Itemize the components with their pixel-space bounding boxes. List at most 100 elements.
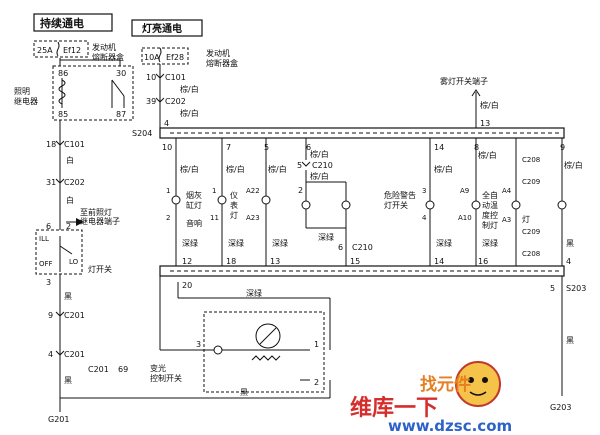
bot-pin-18: 18 [226,257,236,266]
a22-label: A22 [246,187,260,195]
mid-brown-white-2: 棕/白 [180,108,199,118]
climate-label-4: 制灯 [482,220,498,230]
climate-label-2: 动温 [482,200,498,210]
a10-label: A10 [458,214,472,222]
bot-pin-14: 14 [434,257,444,266]
dimmer-name-1: 变光 [150,363,166,373]
mid-fuse-name: Ef28 [166,53,184,62]
top-pin-8: 8 [474,143,479,152]
relay-name-1: 照明 [14,87,30,96]
bulb-c210a-icon [301,200,311,210]
climate-label-1: 全自 [482,190,498,200]
always-on-box [33,13,113,32]
s204-label: S204 [132,129,152,138]
wire-bw-5: 棕/白 [434,164,453,174]
front-fog-label-1: 至前照灯 [80,207,112,217]
c210-bw: 棕/白 [310,171,329,181]
dg-4: 深绿 [436,239,452,248]
a3-label: A3 [502,216,511,224]
c201-marker-a [55,311,65,317]
mascot-eye-left [468,377,474,383]
bot-pin-13: 13 [270,257,280,266]
c202-marker [55,178,65,184]
s203-label: S203 [566,284,586,293]
top-pin-14: 14 [434,143,444,152]
bot-pin-16: 16 [478,257,488,266]
bot-pin-12: 12 [182,257,192,266]
left-pin-4: 4 [48,350,53,359]
wire-bw-6: 棕/白 [478,150,497,160]
left-fuse-box-label-2: 熔断器盒 [92,52,124,62]
wire-bw-2: 棕/白 [226,164,245,174]
mid-c101: C101 [165,73,186,82]
c201-69-conn: C201 [88,365,109,374]
a9-label: A9 [460,187,469,195]
dimmer-switch-box [203,311,325,393]
c209-top: C209 [522,178,540,186]
bulb-cigar-icon [171,195,181,205]
relay-pin-85: 85 [58,110,68,119]
c209-bottom: C209 [522,228,540,236]
left-c201-a: C201 [64,311,85,320]
left-pin-18: 18 [46,140,56,149]
cluster-label-1: 仪 [230,191,238,200]
bot-pin-20: 20 [182,281,192,290]
wire-bw-7: 棕/白 [564,160,583,170]
dimmer-bulb-icon [213,345,223,355]
dimmer-dark-green: 深绿 [246,289,262,298]
c101-marker [55,140,65,146]
dg-2: 深绿 [228,239,244,248]
light-switch-box [35,229,83,275]
wire-bw-1: 棕/白 [180,164,199,174]
bulb-hazard-icon [425,200,435,210]
switch-off: OFF [39,260,53,268]
c210-top-marker [301,161,311,167]
bulb-cluster-icon [217,195,227,205]
mid-fuse-box [141,47,189,65]
relay-pin-86: 86 [58,69,68,78]
wire-bw-4: 棕/白 [310,149,329,159]
left-fuse-rating: 25A [37,46,53,55]
c201-marker-b [55,350,65,356]
mascot-icon [455,361,501,407]
relay-contact [111,79,125,97]
top-bus-pin-4: 4 [164,119,169,128]
cigar-pin-2: 2 [166,214,170,222]
fog-arrow [471,89,481,97]
hazard-pin-3: 3 [422,187,426,195]
ignition-box [131,19,203,37]
mid-pin-39: 39 [146,97,156,106]
dimmer-gauge-icon [255,323,281,349]
bot-pin-4: 4 [566,257,571,266]
dimmer-needle [259,327,277,345]
cluster-label-3: 灯 [230,210,238,220]
lamp-label: 灯 [522,214,530,224]
c208-top: C208 [522,156,540,164]
relay-pin-30: 30 [116,69,126,78]
c210-dark-green: 深绿 [318,233,334,242]
left-pin-9: 9 [48,311,53,320]
hazard-label-2: 灯开关 [384,200,408,210]
mid-fuse-box-2: 熔断器盒 [206,58,238,68]
dg-1: 深绿 [182,239,198,248]
bulb-a22-icon [261,195,271,205]
dimmer-pin-2: 2 [314,378,319,387]
hazard-label-1: 危险警告 [384,190,416,200]
watermark-badge: 找元件 [420,374,471,395]
left-c202: C202 [64,178,85,187]
g201-label: G201 [48,415,69,424]
dimmer-pin-3: 3 [196,340,201,349]
bulb-c210b-icon [341,200,351,210]
mid-brown-white-1: 棕/白 [180,84,199,94]
c210-bottom: C210 [352,243,373,252]
left-fuse-name: Ef12 [63,46,81,55]
mascot-eye-right [482,377,488,383]
top-pin-10: 10 [162,143,172,152]
mid-c202: C202 [165,97,186,106]
left-fuse-symbol [56,41,60,57]
switch-pin-2: 2 [66,222,71,231]
pin-69: 69 [118,365,128,374]
upper-bus [159,127,565,139]
